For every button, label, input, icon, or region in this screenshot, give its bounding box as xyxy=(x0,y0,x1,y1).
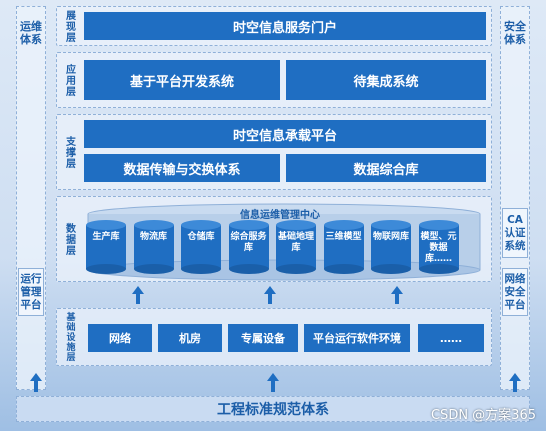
arrow-up-1 xyxy=(132,286,144,294)
network-security-platform-label: 网络安全平台 xyxy=(504,272,526,311)
infrastructure-layer-tag: 基础设施层 xyxy=(64,312,75,362)
database-cylinder[interactable]: 物联网库 xyxy=(371,220,411,274)
database-cylinder[interactable]: 基础地理库 xyxy=(276,220,316,274)
database-cylinder[interactable]: 仓储库 xyxy=(181,220,221,274)
infra-more[interactable]: …… xyxy=(418,324,484,352)
application-layer-tag: 应用层 xyxy=(63,63,75,97)
database-label: 基础地理库 xyxy=(277,232,314,253)
engineering-standards-system[interactable]: 工程标准规范体系 xyxy=(16,396,530,422)
display-layer-tag: 展现层 xyxy=(63,9,75,43)
database-icon xyxy=(228,220,269,274)
ops-system-label: 运维体系 xyxy=(20,20,42,46)
integrated-database[interactable]: 数据综合库 xyxy=(286,154,486,182)
database-label: 三维模型 xyxy=(325,232,362,242)
spatiotemporal-service-portal[interactable]: 时空信息服务门户 xyxy=(84,12,486,40)
database-label: 物流库 xyxy=(139,232,167,242)
database-cylinder[interactable]: 物流库 xyxy=(133,220,174,274)
arrow-up-mid-stem xyxy=(271,380,275,392)
database-label: 模型、元数据库…… xyxy=(420,232,457,264)
infra-machine-room[interactable]: 机房 xyxy=(158,324,222,352)
data-layer-tag: 数据层 xyxy=(63,222,75,256)
database-cylinder[interactable]: 三维模型 xyxy=(323,220,364,274)
infra-runtime-software-env[interactable]: 平台运行软件环境 xyxy=(304,324,410,352)
database-icon xyxy=(86,220,126,274)
database-icon xyxy=(323,220,364,274)
database-label: 仓储库 xyxy=(187,232,215,242)
ops-management-center-label: 信息运维管理中心 xyxy=(240,210,320,221)
support-layer-tag: 支撑层 xyxy=(63,135,75,169)
database-cylinder[interactable]: 综合服务库 xyxy=(228,220,269,274)
infra-dedicated-equipment[interactable]: 专属设备 xyxy=(228,324,298,352)
arrow-up-right-stem xyxy=(513,380,517,392)
data-exchange-system[interactable]: 数据传输与交换体系 xyxy=(84,154,280,182)
database-cylinder[interactable]: 模型、元数据库…… xyxy=(418,220,459,274)
arrow-up-2 xyxy=(264,286,276,294)
database-icon xyxy=(276,220,316,274)
arrow-up-right xyxy=(509,373,521,381)
security-system-label: 安全体系 xyxy=(504,20,526,46)
arrow-up-1-stem xyxy=(136,294,140,304)
database-cylinder[interactable]: 生产库 xyxy=(86,220,126,274)
spatiotemporal-carrier-platform[interactable]: 时空信息承载平台 xyxy=(84,120,486,148)
database-icon xyxy=(418,220,459,274)
ops-system-column xyxy=(16,6,46,390)
ops-management-platform[interactable]: 运行管理平台 xyxy=(18,268,44,316)
pending-integration-system[interactable]: 待集成系统 xyxy=(286,60,486,100)
database-label: 物联网库 xyxy=(372,232,409,242)
arrow-up-mid xyxy=(267,373,279,381)
security-system-column xyxy=(500,6,530,390)
arrow-up-3 xyxy=(391,286,403,294)
infra-network[interactable]: 网络 xyxy=(88,324,152,352)
arrow-up-2-stem xyxy=(268,294,272,304)
database-icon xyxy=(133,220,174,274)
arrow-up-left xyxy=(30,373,42,381)
watermark: CSDN @方案365 xyxy=(430,408,536,423)
ca-auth-system[interactable]: CA认证系统 xyxy=(502,208,528,258)
network-security-platform[interactable]: 网络安全平台 xyxy=(502,268,528,316)
database-icon xyxy=(371,220,411,274)
platform-dev-system[interactable]: 基于平台开发系统 xyxy=(84,60,280,100)
database-label: 综合服务库 xyxy=(230,232,267,253)
arrow-up-3-stem xyxy=(395,294,399,304)
database-icon xyxy=(181,220,221,274)
arrow-up-left-stem xyxy=(34,380,38,392)
database-label: 生产库 xyxy=(92,232,120,242)
ca-auth-system-label: CA认证系统 xyxy=(504,213,526,252)
ops-management-platform-label: 运行管理平台 xyxy=(20,272,42,311)
